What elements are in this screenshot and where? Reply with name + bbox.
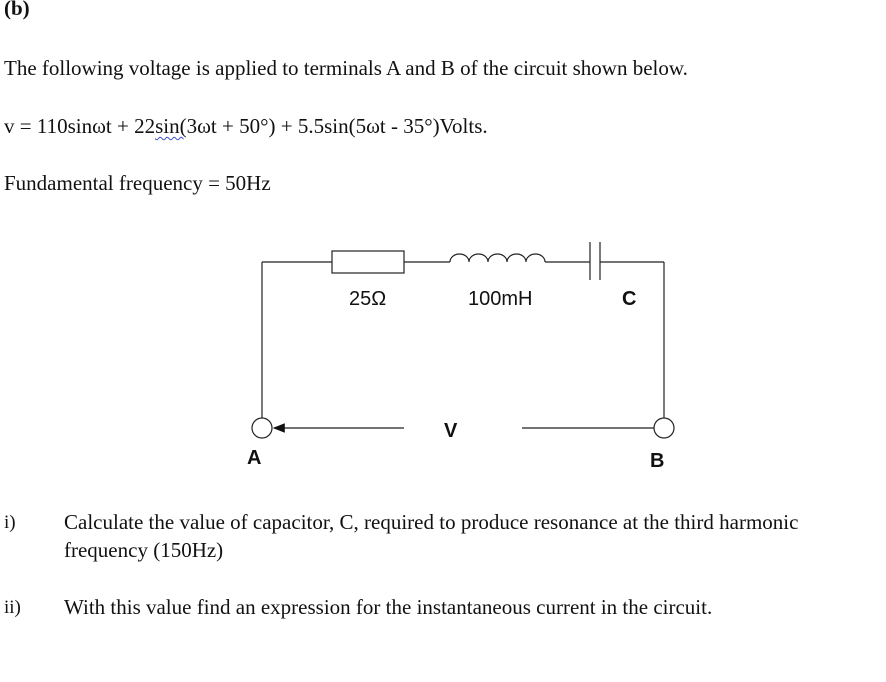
- frequency-line: Fundamental frequency = 50Hz: [4, 171, 271, 195]
- capacitor-label: C: [622, 288, 636, 310]
- inductor-symbol: [449, 253, 546, 263]
- resistor-symbol: [331, 250, 405, 274]
- question-2-number: ii): [4, 597, 21, 618]
- resistor-label: 25Ω: [349, 288, 386, 310]
- inductor-label: 100mH: [468, 288, 532, 310]
- question-1-number: i): [4, 512, 16, 533]
- terminal-b: [653, 417, 675, 439]
- terminal-b-label: B: [650, 450, 664, 472]
- equation-part-2: 3ωt + 50°) + 5.5sin(5ωt - 35°)Volts.: [186, 114, 488, 138]
- terminal-a: [251, 417, 273, 439]
- question-2-text: With this value find an expression for t…: [64, 595, 713, 619]
- section-label: (b): [4, 0, 30, 20]
- voltage-label: V: [444, 420, 458, 442]
- equation-part-1: v = 110sinωt + 22: [4, 114, 156, 138]
- equation-spellcheck-word: sin(: [155, 114, 187, 138]
- intro-text: The following voltage is applied to term…: [4, 56, 688, 80]
- voltage-equation: v = 110sinωt + 22sin(3ωt + 50°) + 5.5sin…: [4, 114, 488, 139]
- question-1-text: Calculate the value of capacitor, C, req…: [64, 510, 799, 562]
- terminal-a-label: A: [247, 447, 261, 469]
